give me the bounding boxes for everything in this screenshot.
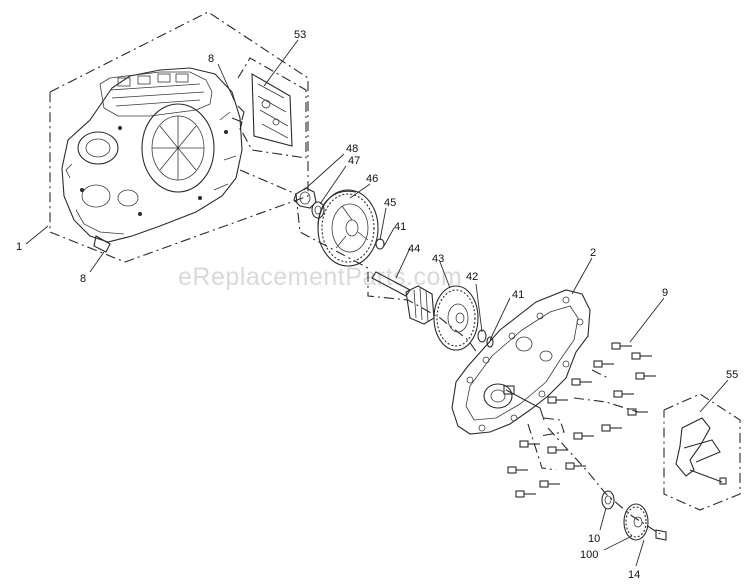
bolt bbox=[601, 424, 622, 432]
callout-10: 10 bbox=[588, 533, 600, 545]
bracket-part-55 bbox=[663, 393, 741, 511]
callout-44: 44 bbox=[408, 243, 420, 255]
callout-46: 46 bbox=[366, 173, 378, 185]
callout-42: 42 bbox=[466, 271, 478, 283]
assembly-centerline bbox=[239, 169, 479, 355]
bolt bbox=[515, 490, 536, 498]
washer-part-10 bbox=[601, 490, 615, 510]
callout-1: 1 bbox=[16, 241, 22, 253]
pulley-centerline bbox=[547, 427, 661, 535]
washer-part-41 bbox=[486, 336, 494, 348]
bolt bbox=[631, 352, 652, 360]
callout-45: 45 bbox=[384, 197, 396, 209]
bolt bbox=[635, 372, 656, 380]
callout-9: 9 bbox=[662, 287, 668, 299]
callout-100: 100 bbox=[580, 549, 598, 561]
callout-53: 53 bbox=[294, 29, 306, 41]
bolt-alignment-lines bbox=[527, 369, 639, 471]
callout-55: 55 bbox=[726, 369, 738, 381]
gear-part-46 bbox=[317, 189, 379, 267]
spacer-part-45 bbox=[375, 238, 385, 250]
washer-part-47 bbox=[311, 201, 325, 219]
sprocket-part-100 bbox=[623, 503, 649, 541]
bolt bbox=[571, 378, 592, 386]
callout-43: 43 bbox=[432, 253, 444, 265]
nut-part-14 bbox=[655, 529, 667, 541]
callouts: 1 8 8 53 48 47 46 45 41 44 43 42 41 2 9 … bbox=[16, 29, 738, 581]
callout-47: 47 bbox=[348, 155, 360, 167]
bolt bbox=[573, 432, 594, 440]
bolt bbox=[519, 440, 540, 448]
bolt bbox=[539, 480, 560, 488]
bolt bbox=[547, 446, 568, 454]
callout-8-top: 8 bbox=[208, 53, 214, 65]
bolt bbox=[611, 342, 632, 350]
cover-part-2 bbox=[451, 289, 591, 435]
callout-2: 2 bbox=[590, 247, 596, 259]
callout-8-bottom: 8 bbox=[80, 273, 86, 285]
bolt bbox=[613, 390, 634, 398]
transaxle-housing bbox=[61, 67, 243, 253]
callout-14: 14 bbox=[628, 569, 640, 581]
bolt bbox=[593, 360, 614, 368]
gasket-part-53 bbox=[231, 57, 307, 159]
housing-assembly-outline bbox=[49, 11, 309, 263]
watermark: eReplacementParts.com bbox=[178, 263, 462, 291]
callout-41-lower: 41 bbox=[512, 289, 524, 301]
bolt bbox=[565, 462, 586, 470]
bolt-set-part-9 bbox=[507, 342, 656, 498]
leader-lines bbox=[25, 39, 729, 567]
gear-part-43 bbox=[433, 285, 479, 351]
callout-41-upper: 41 bbox=[394, 221, 406, 233]
callout-48: 48 bbox=[346, 143, 358, 155]
bolt bbox=[507, 466, 528, 474]
bolt bbox=[547, 396, 568, 404]
